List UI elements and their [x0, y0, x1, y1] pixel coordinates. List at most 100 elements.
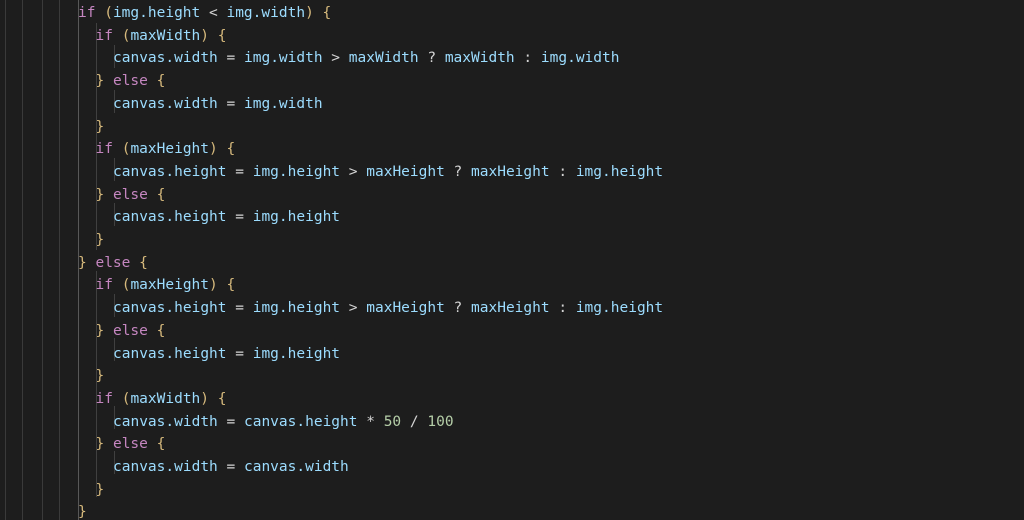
indent-guide-9 — [114, 406, 115, 429]
code-token: = — [217, 459, 244, 475]
code-token: . — [602, 300, 611, 317]
code-token: maxWidth — [130, 27, 201, 44]
code-token — [148, 436, 157, 452]
code-line[interactable]: if (maxWidth) { — [0, 25, 1024, 48]
code-token: > — [340, 163, 367, 180]
code-token: . — [165, 300, 175, 317]
code-token: if — [95, 27, 113, 44]
code-token — [104, 73, 113, 89]
code-token: if — [95, 390, 113, 407]
code-line[interactable]: if (maxHeight) { — [0, 274, 1024, 297]
indent-guide-0 — [78, 0, 79, 520]
code-line[interactable]: } else { — [0, 433, 1024, 456]
code-token: height — [174, 300, 227, 317]
code-token: canvas — [113, 413, 166, 430]
code-line[interactable]: } — [0, 479, 1024, 502]
code-token: height — [147, 5, 201, 21]
code-token: { — [226, 141, 236, 158]
code-token: img — [243, 50, 271, 67]
code-token: * — [357, 413, 384, 430]
code-line[interactable]: if (img.height < img.width) { — [0, 2, 1024, 25]
code-token: img — [252, 209, 279, 226]
code-token: . — [278, 345, 288, 362]
code-token: ? — [444, 163, 472, 180]
code-line[interactable]: canvas.height = img.height — [0, 343, 1024, 366]
code-token: . — [165, 345, 175, 362]
code-line[interactable]: } — [0, 116, 1024, 139]
indent-guide-10 — [114, 451, 115, 474]
code-token: } — [95, 232, 105, 248]
code-token: canvas — [113, 300, 166, 317]
code-line[interactable]: canvas.height = img.height > maxHeight ?… — [0, 161, 1024, 184]
code-token: if — [95, 277, 113, 294]
code-token: maxWidth — [130, 390, 201, 407]
code-token: . — [165, 413, 175, 430]
code-token: maxHeight — [471, 163, 550, 180]
code-line[interactable]: } else { — [0, 70, 1024, 93]
code-line[interactable]: canvas.width = img.width — [0, 93, 1024, 116]
code-token: { — [156, 73, 166, 90]
code-token: if — [78, 5, 96, 21]
code-token: { — [322, 5, 332, 21]
code-token: } — [95, 118, 105, 135]
code-line[interactable]: canvas.height = img.height — [0, 206, 1024, 229]
code-token: > — [340, 300, 367, 317]
code-token: / — [401, 413, 428, 430]
code-line[interactable]: canvas.width = img.width > maxWidth ? ma… — [0, 47, 1024, 70]
code-line[interactable]: } — [0, 365, 1024, 388]
code-token: img — [575, 300, 603, 317]
scope-ruler-1 — [22, 0, 23, 520]
code-token: ) — [305, 5, 314, 21]
code-line[interactable]: } else { — [0, 320, 1024, 343]
code-token: width — [305, 459, 349, 475]
code-line[interactable]: } else { — [0, 184, 1024, 207]
code-token: . — [296, 413, 306, 430]
code-token: ? — [444, 300, 472, 317]
code-token: width — [174, 50, 218, 67]
code-token: canvas — [113, 345, 166, 362]
code-token: { — [217, 27, 227, 44]
code-token: } — [78, 504, 87, 520]
code-token: ( — [121, 141, 131, 158]
code-token: width — [174, 413, 218, 430]
code-token: . — [602, 163, 611, 180]
code-token: canvas — [243, 459, 297, 475]
code-token: ( — [104, 5, 113, 21]
code-line[interactable]: if (maxWidth) { — [0, 388, 1024, 411]
code-token: . — [278, 163, 288, 180]
code-line[interactable]: } else { — [0, 252, 1024, 275]
code-token: . — [165, 95, 175, 112]
code-token: width — [575, 50, 620, 67]
code-token: . — [278, 300, 288, 317]
code-line[interactable]: canvas.height = img.height > maxHeight ?… — [0, 297, 1024, 320]
code-line[interactable]: canvas.width = canvas.width — [0, 456, 1024, 479]
code-token: canvas — [243, 413, 297, 430]
code-token: else — [112, 73, 148, 90]
code-token — [148, 187, 157, 203]
code-line[interactable]: canvas.width = canvas.height * 50 / 100 — [0, 411, 1024, 434]
code-token: : — [549, 300, 576, 317]
code-token: width — [278, 50, 323, 67]
code-token: { — [217, 390, 227, 407]
code-token: . — [567, 50, 576, 67]
code-token: img — [575, 163, 603, 180]
code-line[interactable]: } — [0, 229, 1024, 252]
code-token: } — [95, 186, 105, 203]
code-token: height — [287, 345, 341, 362]
code-token: } — [95, 73, 105, 90]
code-token: canvas — [113, 163, 166, 180]
code-line[interactable]: } — [0, 501, 1024, 520]
code-token: height — [287, 163, 341, 180]
code-token: width — [278, 95, 323, 112]
code-token: . — [278, 209, 288, 226]
code-token: ) — [209, 141, 218, 158]
code-token: img — [252, 345, 279, 362]
indent-guide-1 — [96, 23, 97, 250]
code-token: } — [95, 436, 105, 453]
code-token — [130, 255, 139, 271]
code-token — [209, 28, 218, 44]
code-line[interactable]: if (maxHeight) { — [0, 138, 1024, 161]
code-token: maxHeight — [366, 300, 445, 317]
